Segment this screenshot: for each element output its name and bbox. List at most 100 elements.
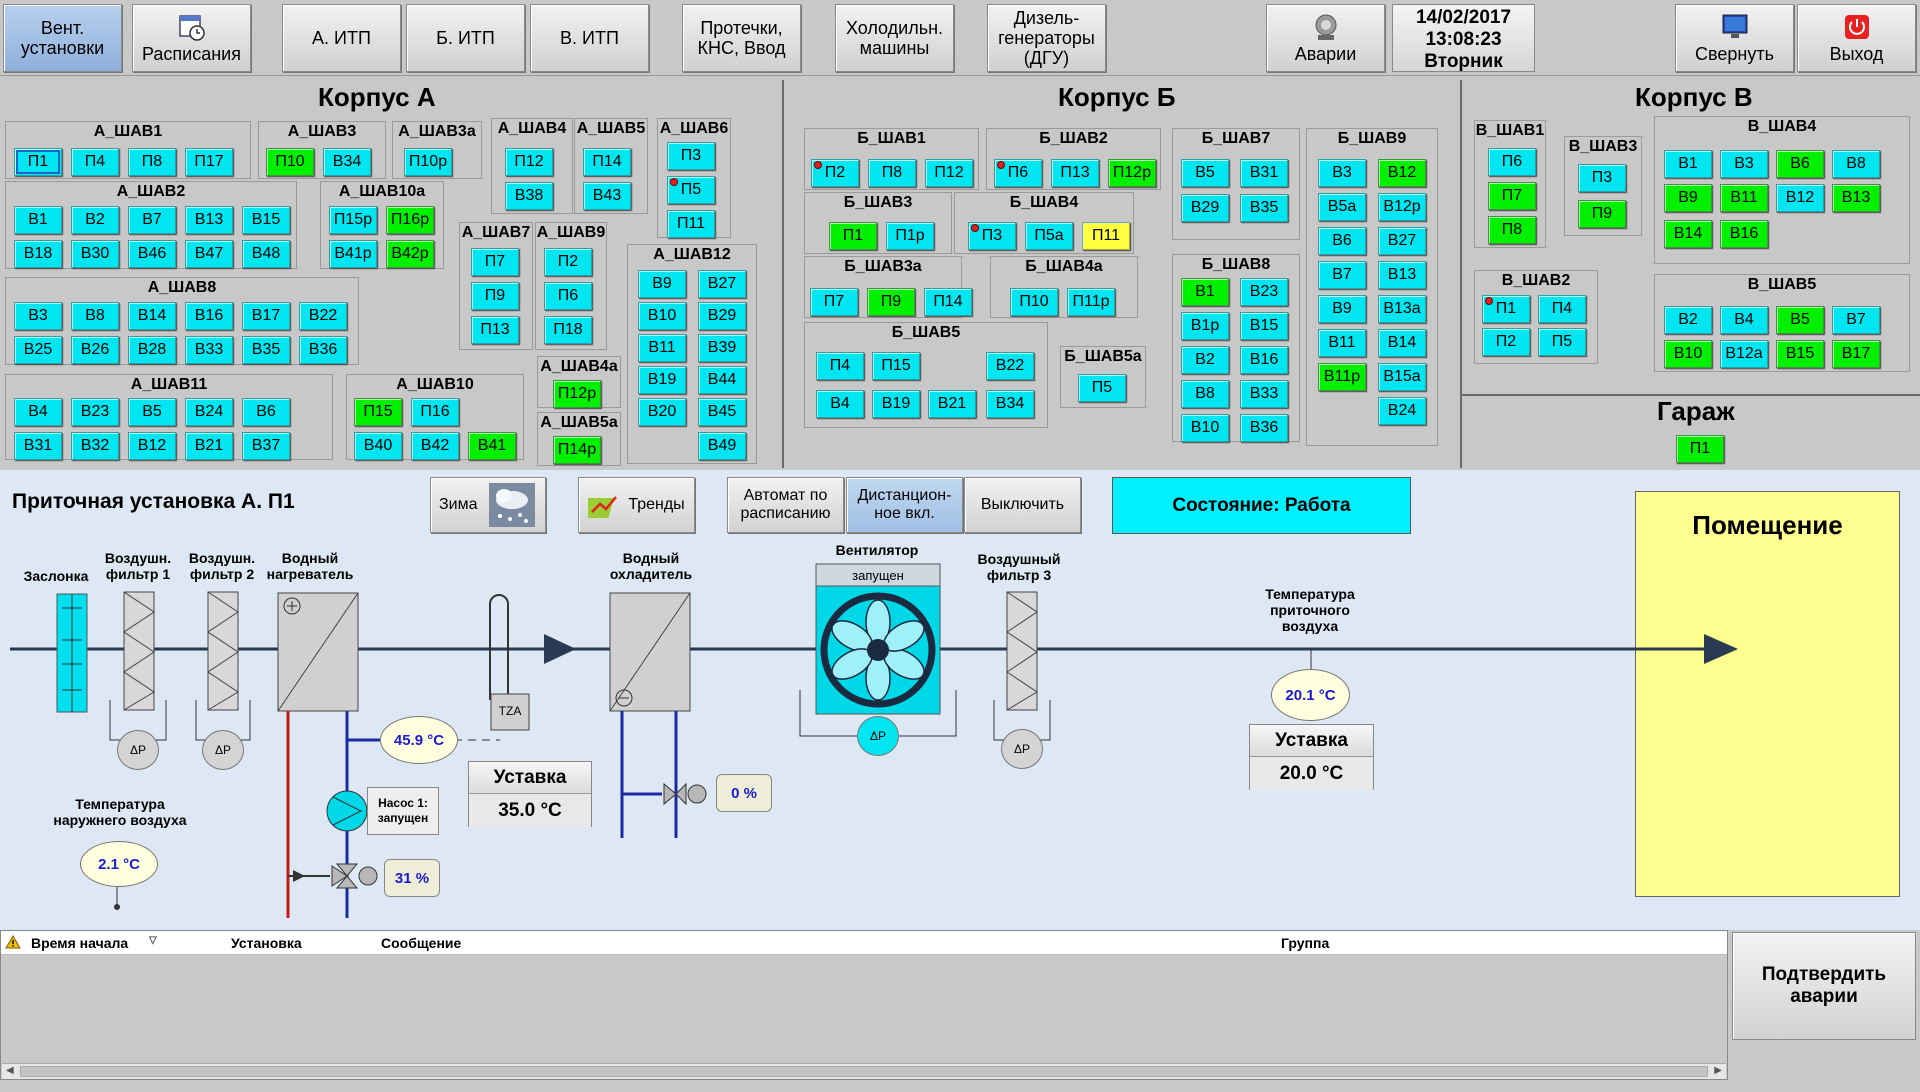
unit-button[interactable]: В9 — [1318, 295, 1366, 323]
unit-button[interactable]: В48 — [242, 240, 290, 268]
unit-button[interactable]: В5а — [1318, 193, 1366, 221]
unit-button[interactable]: В7 — [1832, 306, 1880, 334]
scroll-thumb[interactable] — [20, 1066, 1708, 1077]
unit-button[interactable]: В4 — [1720, 306, 1768, 334]
unit-button[interactable]: В12 — [1776, 184, 1824, 212]
leaks-button[interactable]: Протечки, КНС, Ввод — [682, 4, 801, 72]
unit-button[interactable]: В9 — [1664, 184, 1712, 212]
unit-button[interactable]: П10 — [266, 148, 314, 176]
unit-button[interactable]: П10р — [404, 148, 452, 176]
auto-schedule-button[interactable]: Автомат по расписанию — [727, 477, 844, 533]
unit-button[interactable]: В7 — [128, 206, 176, 234]
season-mode-button[interactable]: Зима — [430, 477, 546, 533]
v-itp-button[interactable]: В. ИТП — [530, 4, 649, 72]
unit-button[interactable]: П4 — [71, 148, 119, 176]
unit-button[interactable]: В13 — [1378, 261, 1426, 289]
unit-button[interactable]: П14 — [583, 148, 631, 176]
unit-button[interactable]: В15 — [242, 206, 290, 234]
unit-button[interactable]: В10 — [1181, 414, 1229, 442]
col-unit[interactable]: Установка — [231, 935, 302, 951]
unit-button[interactable]: В17 — [242, 302, 290, 330]
unit-button[interactable]: В1 — [1181, 278, 1229, 306]
alarm-horizontal-scrollbar[interactable]: ◀ ▶ — [2, 1063, 1726, 1079]
unit-button[interactable]: П11 — [667, 210, 715, 238]
unit-button[interactable]: В14 — [1378, 329, 1426, 357]
unit-button[interactable]: П10 — [1010, 288, 1058, 316]
unit-button[interactable]: В47 — [185, 240, 233, 268]
unit-button[interactable]: П17 — [185, 148, 233, 176]
unit-button[interactable]: П13 — [471, 316, 519, 344]
unit-button[interactable]: В10 — [1664, 340, 1712, 368]
unit-button[interactable]: В16 — [185, 302, 233, 330]
unit-button[interactable]: В22 — [299, 302, 347, 330]
alarms-button[interactable]: Аварии — [1266, 4, 1385, 72]
unit-button[interactable]: В15а — [1378, 363, 1426, 391]
unit-button[interactable]: П2 — [1482, 328, 1530, 356]
unit-button[interactable]: В21 — [185, 432, 233, 460]
unit-button[interactable]: П16 — [411, 398, 459, 426]
supply-setpoint[interactable]: Уставка 20.0 °C — [1249, 724, 1374, 790]
unit-button[interactable]: В2 — [1664, 306, 1712, 334]
unit-button[interactable]: В33 — [1240, 380, 1288, 408]
unit-button[interactable]: В49 — [698, 432, 746, 460]
unit-button[interactable]: В16 — [1240, 346, 1288, 374]
unit-button[interactable]: В12а — [1720, 340, 1768, 368]
unit-button[interactable]: П9 — [1578, 200, 1626, 228]
unit-button[interactable]: В9 — [638, 270, 686, 298]
unit-button[interactable]: В38 — [505, 182, 553, 210]
unit-button[interactable]: В13 — [1832, 184, 1880, 212]
unit-button[interactable]: В42р — [386, 240, 434, 268]
unit-button[interactable]: В14 — [128, 302, 176, 330]
unit-button[interactable]: В6 — [1776, 150, 1824, 178]
unit-button[interactable]: П8 — [868, 159, 916, 187]
unit-button[interactable]: В34 — [323, 148, 371, 176]
unit-button[interactable]: В12 — [1378, 159, 1426, 187]
minimize-button[interactable]: Свернуть — [1675, 4, 1794, 72]
unit-button[interactable]: П12р — [553, 380, 601, 408]
unit-button[interactable]: П6 — [994, 159, 1042, 187]
unit-button[interactable]: В6 — [242, 398, 290, 426]
unit-button[interactable]: В15 — [1240, 312, 1288, 340]
unit-button[interactable]: В4 — [14, 398, 62, 426]
unit-button[interactable]: В3 — [1720, 150, 1768, 178]
unit-button[interactable]: В19 — [638, 366, 686, 394]
unit-button[interactable]: В29 — [698, 302, 746, 330]
unit-button[interactable]: П7 — [471, 248, 519, 276]
unit-button[interactable]: В31 — [1240, 159, 1288, 187]
unit-button[interactable]: В29 — [1181, 194, 1229, 222]
unit-button[interactable]: В11 — [638, 334, 686, 362]
unit-button[interactable]: В44 — [698, 366, 746, 394]
unit-button[interactable]: П5 — [1078, 374, 1126, 402]
unit-button[interactable]: П3 — [667, 142, 715, 170]
unit-button[interactable]: В26 — [71, 336, 119, 364]
unit-button[interactable]: В10 — [638, 302, 686, 330]
unit-button[interactable]: В43 — [583, 182, 631, 210]
unit-button[interactable]: В3 — [14, 302, 62, 330]
unit-button[interactable]: П4 — [1538, 295, 1586, 323]
unit-button[interactable]: П6 — [544, 282, 592, 310]
diesel-generators-button[interactable]: Дизель- генераторы (ДГУ) — [987, 4, 1106, 72]
unit-button[interactable]: В30 — [71, 240, 119, 268]
col-message[interactable]: Сообщение — [381, 935, 462, 951]
unit-button[interactable]: В11р — [1318, 363, 1366, 391]
a-itp-button[interactable]: А. ИТП — [282, 4, 401, 72]
unit-button[interactable]: В35 — [242, 336, 290, 364]
unit-button[interactable]: П5 — [667, 176, 715, 204]
unit-button[interactable]: В20 — [638, 398, 686, 426]
unit-button[interactable]: В39 — [698, 334, 746, 362]
unit-button[interactable]: П12 — [925, 159, 973, 187]
unit-button[interactable]: В8 — [1181, 380, 1229, 408]
scroll-right-icon[interactable]: ▶ — [1714, 1065, 1722, 1076]
chillers-button[interactable]: Холодильн. машины — [835, 4, 954, 72]
unit-button[interactable]: В41 — [468, 432, 516, 460]
unit-button[interactable]: В15 — [1776, 340, 1824, 368]
unit-button[interactable]: В1 — [14, 206, 62, 234]
unit-button[interactable]: П1р — [886, 222, 934, 250]
unit-button[interactable]: П2 — [811, 159, 859, 187]
unit-button[interactable]: В6 — [1318, 227, 1366, 255]
unit-button[interactable]: П14 — [924, 288, 972, 316]
unit-button[interactable]: В41р — [329, 240, 377, 268]
turn-off-button[interactable]: Выключить — [964, 477, 1081, 533]
unit-button[interactable]: В1 — [1664, 150, 1712, 178]
unit-button[interactable]: В3 — [1318, 159, 1366, 187]
